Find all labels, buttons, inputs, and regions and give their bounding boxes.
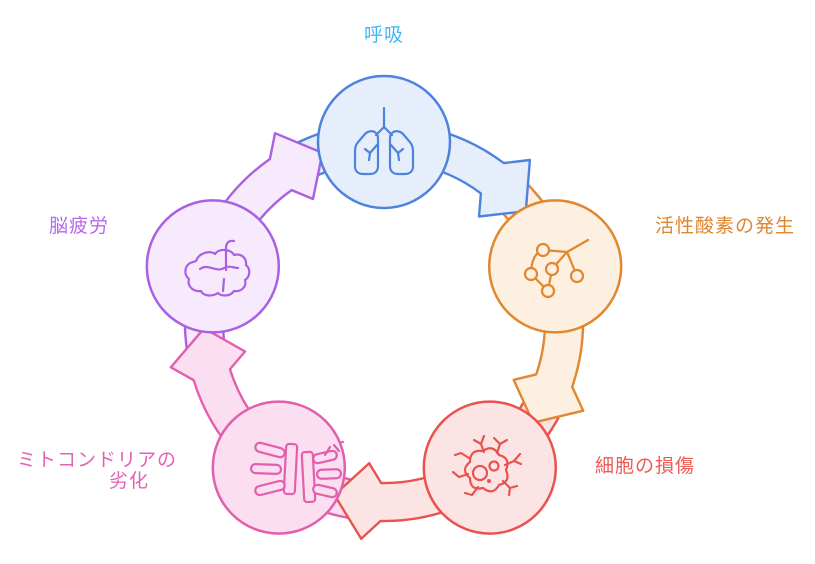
node-circle-breathing <box>316 74 452 210</box>
label-breathing: 呼吸 <box>363 25 404 46</box>
molecule-icon <box>523 238 590 299</box>
label-mitochondria-line2: 劣化 <box>108 471 149 492</box>
brain-icon <box>184 239 251 297</box>
label-mitochondria: ミトコンドリアの 劣化 <box>0 450 177 492</box>
label-brain-fatigue: 脳疲労 <box>49 216 110 237</box>
damaged-cell-icon <box>451 434 523 497</box>
broken-mitochondria-icon <box>249 440 345 504</box>
label-reactive-oxygen: 活性酸素の発生 <box>655 216 796 237</box>
label-mitochondria-line1: ミトコンドリアの <box>16 450 177 471</box>
lungs-icon <box>353 106 415 176</box>
label-cell-damage: 細胞の損傷 <box>595 456 696 477</box>
